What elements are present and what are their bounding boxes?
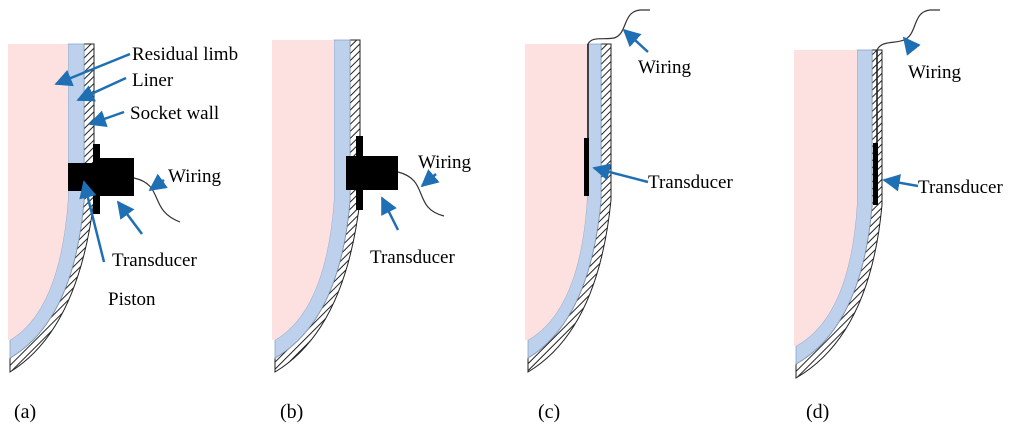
wiring-cable: [397, 171, 445, 217]
piston: [68, 163, 98, 191]
transducer: [346, 156, 398, 190]
wiring-cable: [133, 177, 181, 223]
wiring-cable: [587, 9, 650, 45]
residual-limb: [794, 50, 857, 346]
label-wiring: Wiring: [168, 166, 222, 187]
label-piston: Piston: [108, 289, 156, 310]
panel-a: Residual limb Liner Socket wall Wiring T…: [8, 43, 238, 423]
label-transducer: Transducer: [370, 247, 455, 268]
arrow-wiring: [148, 173, 168, 192]
panel-d: Wiring Transducer (d): [794, 9, 1003, 423]
arrow-wiring: [420, 169, 440, 188]
residual-limb: [525, 44, 587, 340]
residual-limb: [8, 44, 68, 340]
arrow-residual-limb: [54, 52, 131, 87]
transducer: [96, 158, 134, 196]
arrow-socket-wall: [88, 110, 125, 128]
arrow-piston: [79, 180, 106, 263]
arrow-liner: [76, 76, 127, 102]
transducer-flange: [356, 136, 363, 210]
panel-b: Wiring Transducer (b): [272, 39, 472, 423]
label-wiring: Wiring: [418, 152, 472, 173]
label-transducer: Transducer: [112, 250, 197, 271]
label-wiring: Wiring: [908, 62, 962, 83]
arrow-transducer: [882, 174, 919, 192]
label-transducer: Transducer: [918, 177, 1003, 198]
panel-c: Wiring Transducer (c): [525, 9, 733, 423]
arrow-wiring: [902, 36, 921, 56]
caption-d: (d): [806, 401, 829, 423]
residual-limb: [272, 40, 334, 340]
label-wiring: Wiring: [638, 57, 692, 78]
caption-c: (c): [538, 401, 560, 423]
transducer: [873, 143, 878, 205]
label-transducer: Transducer: [648, 172, 733, 193]
label-socket-wall: Socket wall: [130, 103, 219, 124]
arrow-transducer: [592, 163, 649, 184]
caption-b: (b): [280, 401, 303, 423]
arrow-transducer: [116, 200, 143, 235]
caption-a: (a): [14, 401, 36, 423]
label-residual-limb: Residual limb: [132, 44, 238, 65]
arrow-transducer: [380, 196, 400, 231]
arrow-wiring: [622, 28, 649, 53]
transducer: [584, 138, 589, 196]
label-liner: Liner: [132, 70, 174, 91]
